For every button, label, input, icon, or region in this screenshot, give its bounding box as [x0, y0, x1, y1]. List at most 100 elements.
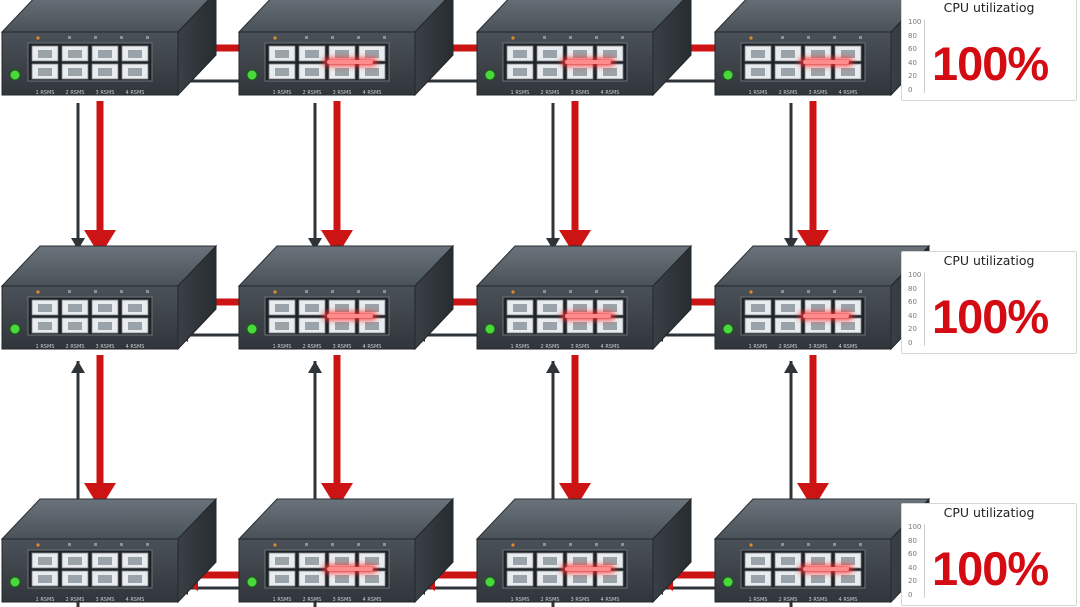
- ethernet-port-socket: [335, 575, 349, 583]
- status-led: [36, 290, 40, 294]
- port-indicator: [331, 543, 334, 546]
- port-indicator: [569, 36, 572, 39]
- port-label: 2 RSMS: [303, 90, 322, 96]
- cpu-scale-tick: 0: [908, 85, 913, 94]
- ethernet-port-socket: [781, 557, 795, 565]
- ethernet-port-socket: [573, 557, 587, 565]
- ethernet-port-socket: [573, 50, 587, 58]
- ethernet-port-socket: [305, 50, 319, 58]
- ethernet-port-socket: [38, 557, 52, 565]
- ethernet-port-socket: [781, 575, 795, 583]
- port-indicator: [120, 36, 123, 39]
- power-led: [9, 576, 21, 588]
- port-indicator: [68, 36, 71, 39]
- power-led: [722, 323, 734, 335]
- ethernet-port-socket: [305, 557, 319, 565]
- port-label: 1 RSMS: [749, 597, 768, 603]
- port-label: 1 RSMS: [511, 344, 530, 350]
- power-led: [484, 576, 496, 588]
- port-indicator: [331, 290, 334, 293]
- port-label: 2 RSMS: [303, 597, 322, 603]
- ethernet-port-socket: [573, 68, 587, 76]
- ethernet-port-socket: [603, 575, 617, 583]
- port-label: 1 RSMS: [36, 344, 55, 350]
- port-alert-bar: [565, 60, 611, 64]
- ethernet-port-socket: [543, 68, 557, 76]
- port-label: 2 RSMS: [541, 344, 560, 350]
- ethernet-port-socket: [543, 557, 557, 565]
- cpu-scale-tick: 60: [908, 45, 917, 53]
- cpu-scale-tick: 0: [908, 338, 913, 347]
- ethernet-port-socket: [603, 557, 617, 565]
- ethernet-port-socket: [305, 322, 319, 330]
- ethernet-port-socket: [335, 557, 349, 565]
- status-led: [511, 290, 515, 294]
- port-label: 1 RSMS: [511, 597, 530, 603]
- ethernet-port-socket: [98, 68, 112, 76]
- port-label: 1 RSMS: [36, 90, 55, 96]
- ethernet-port-socket: [68, 557, 82, 565]
- port-indicator: [807, 36, 810, 39]
- port-label: 3 RSMS: [96, 344, 115, 350]
- status-led: [749, 36, 753, 40]
- ethernet-port-socket: [98, 304, 112, 312]
- ethernet-port-socket: [128, 575, 142, 583]
- traffic-arrowhead: [797, 230, 829, 256]
- port-label: 3 RSMS: [96, 90, 115, 96]
- ethernet-port-socket: [275, 304, 289, 312]
- ethernet-port-socket: [543, 50, 557, 58]
- port-label: 4 RSMS: [126, 597, 145, 603]
- ethernet-port-socket: [543, 304, 557, 312]
- port-label: 3 RSMS: [96, 597, 115, 603]
- ethernet-port-socket: [68, 304, 82, 312]
- ethernet-port-socket: [751, 557, 765, 565]
- ethernet-port-socket: [365, 68, 379, 76]
- ethernet-port-socket: [841, 322, 855, 330]
- ethernet-port-socket: [751, 304, 765, 312]
- port-alert-bar: [803, 60, 849, 64]
- port-indicator: [146, 290, 149, 293]
- ethernet-port-socket: [365, 304, 379, 312]
- port-alert-bar: [327, 314, 373, 318]
- port-label: 3 RSMS: [333, 597, 352, 603]
- cpu-scale-tick: 60: [908, 298, 917, 306]
- ethernet-port-socket: [841, 68, 855, 76]
- power-led: [722, 576, 734, 588]
- cpu-scale-tick: 40: [908, 58, 917, 67]
- port-indicator: [383, 543, 386, 546]
- port-indicator: [543, 36, 546, 39]
- ethernet-port-socket: [751, 50, 765, 58]
- ethernet-port-socket: [573, 322, 587, 330]
- link-arrowhead: [71, 238, 85, 250]
- port-label: 4 RSMS: [601, 597, 620, 603]
- port-label: 1 RSMS: [36, 597, 55, 603]
- link-arrowhead: [546, 238, 560, 250]
- status-led: [36, 36, 40, 40]
- ethernet-port-socket: [335, 304, 349, 312]
- status-led: [273, 543, 277, 547]
- link-arrowhead: [784, 238, 798, 250]
- port-label: 3 RSMS: [333, 344, 352, 350]
- ethernet-port-socket: [275, 322, 289, 330]
- port-label: 1 RSMS: [273, 90, 292, 96]
- cpu-value: 100%: [932, 542, 1049, 595]
- port-label: 2 RSMS: [66, 344, 85, 350]
- port-indicator: [859, 36, 862, 39]
- power-led: [246, 69, 258, 81]
- ethernet-port-socket: [305, 304, 319, 312]
- port-label: 4 RSMS: [363, 344, 382, 350]
- ethernet-port-socket: [513, 322, 527, 330]
- port-label: 2 RSMS: [779, 90, 798, 96]
- ethernet-port-socket: [38, 575, 52, 583]
- port-label: 4 RSMS: [601, 90, 620, 96]
- ethernet-port-socket: [335, 322, 349, 330]
- status-led: [749, 543, 753, 547]
- ethernet-port-socket: [573, 304, 587, 312]
- port-indicator: [331, 36, 334, 39]
